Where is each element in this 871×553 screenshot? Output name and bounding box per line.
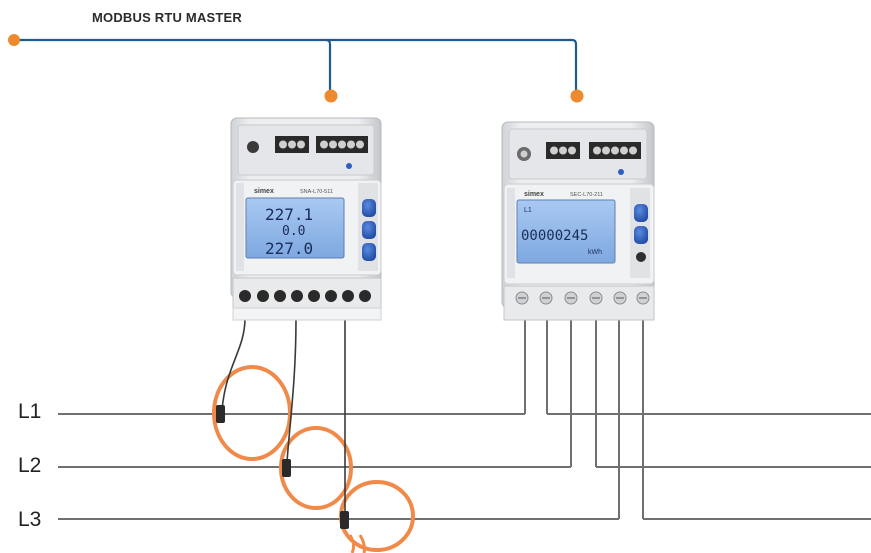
coil-wire-2 — [286, 317, 297, 463]
meter-1-model: SNA-L70-511 — [300, 189, 333, 195]
bus-node-meter-1 — [324, 89, 338, 103]
coil-l1 — [212, 365, 292, 461]
coil-l2 — [279, 426, 353, 510]
meter-1-lcd — [245, 197, 345, 259]
meter-1-button-up — [362, 199, 376, 217]
meter-2-brand: simex — [524, 191, 544, 198]
bus-node-master — [8, 34, 20, 46]
meter-1-display-row-1: 227.1 — [265, 205, 313, 224]
coil-wire-1 — [221, 317, 246, 411]
meter-2-unit: kWh — [588, 249, 602, 256]
meter-1-button-down — [362, 243, 376, 261]
meter-1-display-row-3: 227.0 — [265, 239, 313, 258]
meter-1: simex SNA-L70-511 227.1 0.0 227.0 — [230, 117, 382, 321]
meter-1-button-enter — [362, 221, 376, 239]
meter-1-display-row-2: 0.0 — [282, 224, 305, 239]
meter-2-lcd — [516, 199, 616, 264]
meter-2-indicator: L1 — [524, 207, 532, 214]
bus-wire — [14, 38, 578, 95]
meter-2-display: 00000245 — [521, 228, 588, 244]
mounting-screw — [247, 141, 259, 153]
phase-lines — [58, 413, 871, 520]
meter-2: simex SEC-L70-211 L1 00000245 kWh — [501, 121, 655, 321]
meter-1-brand: simex — [254, 188, 274, 195]
modbus-bus — [8, 34, 584, 103]
line-label-l1: L1 — [18, 400, 42, 423]
meter-2-pulse-led — [636, 252, 646, 262]
bus-branch-wire — [325, 38, 332, 95]
meter-2-wires — [524, 318, 644, 519]
status-led — [346, 163, 352, 169]
rogowski-coils — [212, 317, 415, 553]
meter-2-button-down — [634, 226, 648, 244]
line-label-l2: L2 — [18, 454, 42, 477]
bus-node-meter-2 — [570, 89, 584, 103]
meter-2-model: SEC-L70-211 — [570, 192, 603, 198]
line-label-l3: L3 — [18, 508, 42, 531]
status-led-2 — [618, 169, 624, 175]
modbus-title: MODBUS RTU MASTER — [92, 10, 243, 25]
meter-2-button-up — [634, 204, 648, 222]
